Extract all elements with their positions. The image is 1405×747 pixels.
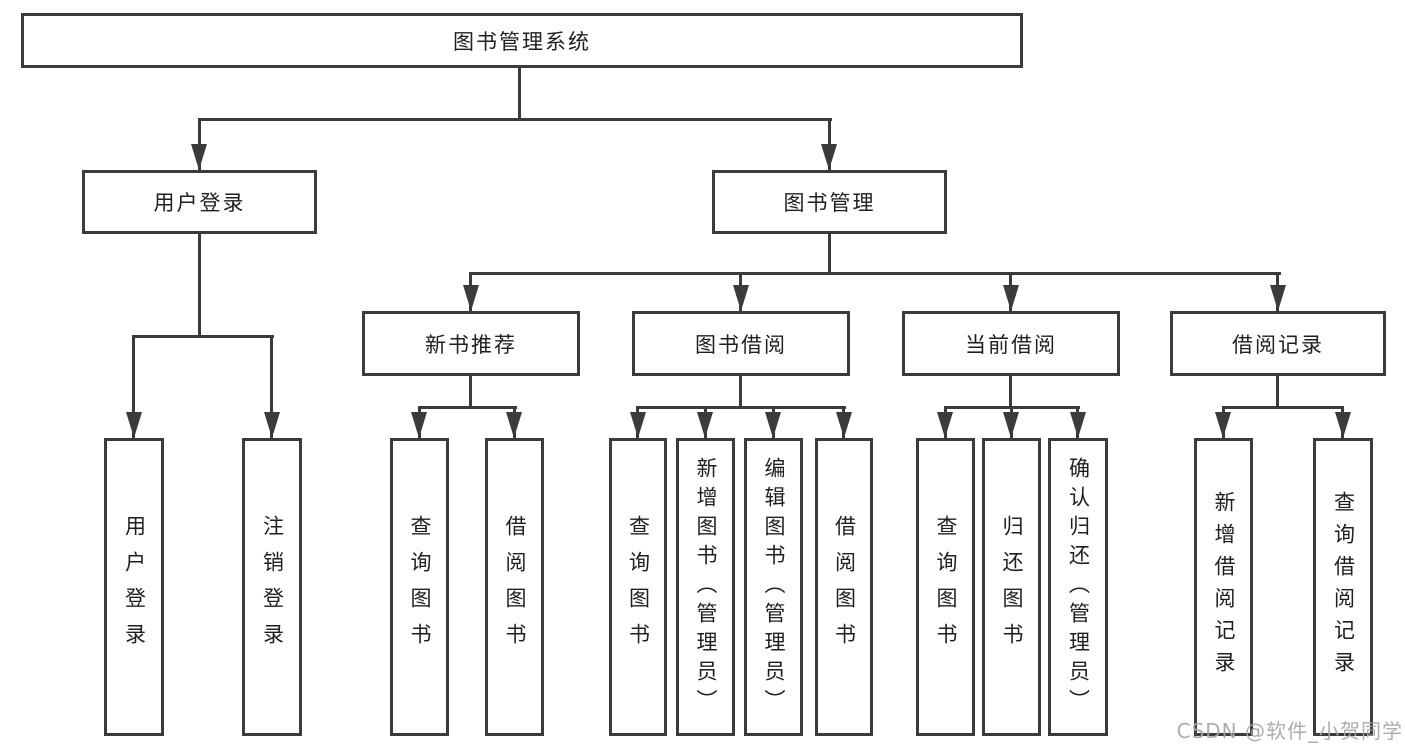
arrow-down-icon <box>697 412 713 438</box>
connector-line <box>469 376 472 409</box>
node-label: 查询图书 <box>408 515 432 659</box>
arrow-down-icon <box>1003 285 1019 311</box>
arrow-down-icon <box>1270 285 1286 311</box>
connector-line <box>198 118 832 121</box>
node-query-books-borrow: 查询图书 <box>609 438 667 736</box>
node-label: 借阅图书 <box>503 515 527 659</box>
arrow-down-icon <box>191 144 207 170</box>
arrow-down-icon <box>630 412 646 438</box>
node-label: 注销登录 <box>260 515 285 659</box>
arrow-down-icon <box>463 285 479 311</box>
connector-line <box>1276 376 1279 409</box>
arrow-down-icon <box>1335 412 1351 438</box>
connector-line <box>1222 406 1344 409</box>
connector-line <box>469 272 1281 275</box>
arrow-down-icon <box>264 412 280 438</box>
node-label: 用户登录 <box>122 515 147 659</box>
arrow-down-icon <box>1070 412 1086 438</box>
node-borrow-books-recommend: 借阅图书 <box>485 438 544 736</box>
connector-line <box>1009 376 1012 409</box>
node-confirm-return-admin: 确认归还（管理员） <box>1048 438 1108 736</box>
arrow-down-icon <box>126 412 142 438</box>
connector-line <box>828 234 831 275</box>
arrow-down-icon <box>821 144 837 170</box>
arrow-down-icon <box>506 412 522 438</box>
arrow-down-icon <box>765 412 781 438</box>
connector-line <box>518 68 521 121</box>
node-label: 图书管理 <box>783 191 876 215</box>
arrow-down-icon <box>411 412 427 438</box>
node-edit-book-admin: 编辑图书（管理员） <box>744 438 803 736</box>
connector-line <box>418 406 517 409</box>
node-book-borrowing: 图书借阅 <box>632 311 850 376</box>
node-label: 编辑图书（管理员） <box>762 456 786 718</box>
arrow-down-icon <box>1003 412 1019 438</box>
connector-line <box>132 335 274 338</box>
node-label: 借阅记录 <box>1232 332 1324 357</box>
arrow-down-icon <box>1215 412 1231 438</box>
node-label: 新书推荐 <box>425 332 517 357</box>
node-borrowing-records: 借阅记录 <box>1170 311 1386 376</box>
node-logout: 注销登录 <box>242 438 302 736</box>
node-add-book-admin: 新增图书（管理员） <box>676 438 735 736</box>
node-label: 新增借阅记录 <box>1212 491 1236 683</box>
node-current-borrowing: 当前借阅 <box>902 311 1120 376</box>
arrow-down-icon <box>733 285 749 311</box>
arrow-down-icon <box>937 412 953 438</box>
node-user-login: 用户登录 <box>82 170 317 234</box>
node-label: 用户登录 <box>153 191 246 215</box>
node-query-books-current: 查询图书 <box>916 438 975 736</box>
node-label: 确认归还（管理员） <box>1066 456 1091 718</box>
csdn-watermark: CSDN @软件_小贺同学 <box>1176 719 1403 743</box>
arrow-down-icon <box>836 412 852 438</box>
node-user-login-leaf: 用户登录 <box>104 438 164 736</box>
node-borrow-books: 借阅图书 <box>815 438 873 736</box>
node-label: 借阅图书 <box>832 515 857 659</box>
node-label: 查询图书 <box>934 515 958 659</box>
node-query-borrow-record: 查询借阅记录 <box>1313 438 1373 736</box>
node-label: 查询借阅记录 <box>1331 491 1356 683</box>
node-label: 当前借阅 <box>965 332 1057 357</box>
connector-line <box>198 234 201 335</box>
node-label: 图书借阅 <box>695 332 787 357</box>
node-label: 图书管理系统 <box>453 29 591 54</box>
node-query-books-recommend: 查询图书 <box>390 438 449 736</box>
node-label: 查询图书 <box>626 515 651 659</box>
node-label: 归还图书 <box>1000 515 1024 659</box>
node-add-borrow-record: 新增借阅记录 <box>1194 438 1253 736</box>
connector-line <box>270 335 273 438</box>
node-label: 新增图书（管理员） <box>694 456 718 718</box>
node-new-book-recommend: 新书推荐 <box>362 311 580 376</box>
connector-line <box>636 406 846 409</box>
node-library-system: 图书管理系统 <box>21 13 1023 68</box>
node-book-management: 图书管理 <box>712 170 947 234</box>
connector-line <box>739 376 742 409</box>
node-return-book: 归还图书 <box>982 438 1041 736</box>
connector-line <box>132 335 135 438</box>
